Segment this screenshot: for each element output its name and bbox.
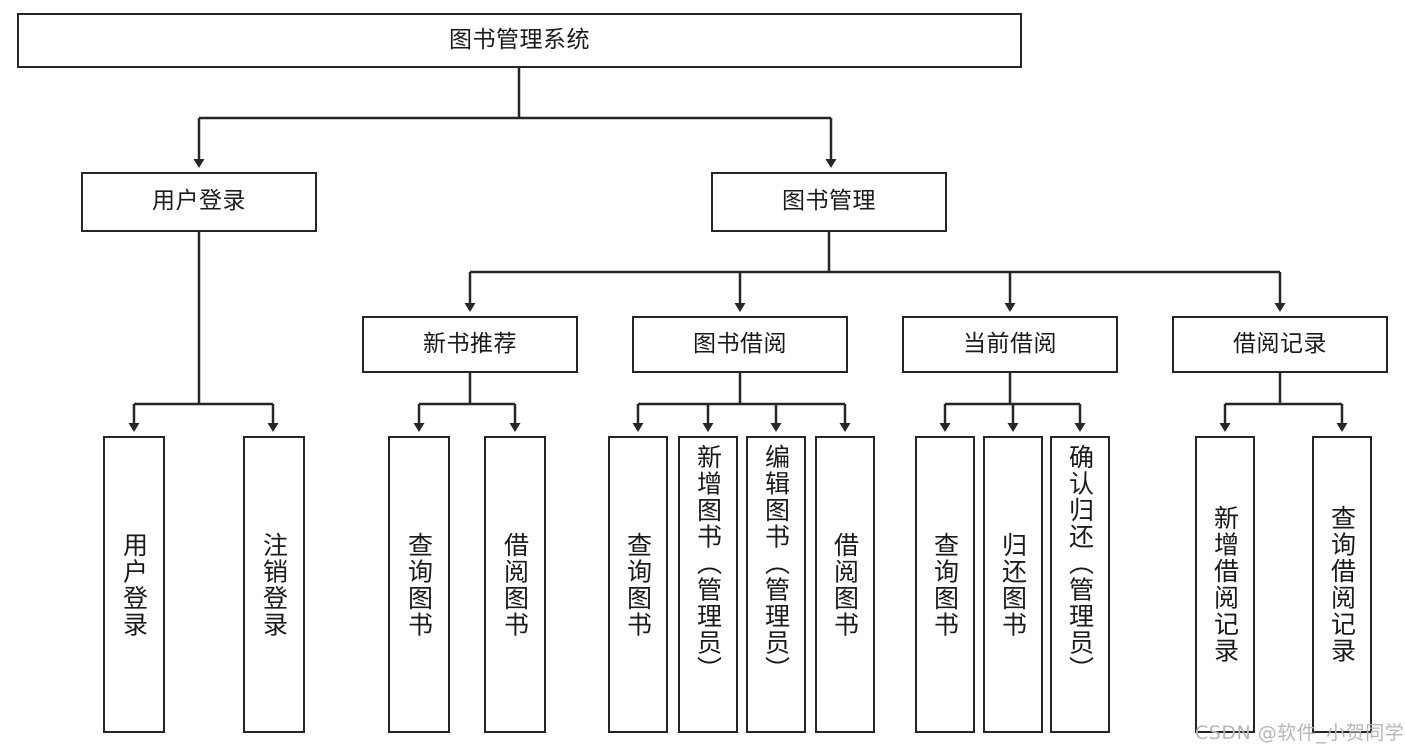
node-book-borrow[interactable]: 图书借阅 — [632, 316, 848, 373]
node-leaf-edit-book-label: 编辑图书（管理员） — [761, 444, 791, 683]
node-leaf-return-book-label: 归还图书 — [998, 531, 1028, 638]
node-leaf-add-record-label: 新增借阅记录 — [1210, 505, 1240, 664]
node-leaf-query-book-3-label: 查询图书 — [930, 531, 960, 638]
node-leaf-edit-book[interactable]: 编辑图书（管理员） — [746, 436, 806, 733]
node-current-borrow-label: 当前借阅 — [963, 330, 1057, 357]
node-leaf-query-book-2-label: 查询图书 — [623, 531, 653, 638]
node-leaf-return-book[interactable]: 归还图书 — [983, 436, 1043, 733]
node-leaf-borrow-book-1-label: 借阅图书 — [500, 531, 530, 638]
node-leaf-confirm-return-label: 确认归还（管理员） — [1065, 444, 1095, 683]
node-leaf-query-book-3[interactable]: 查询图书 — [915, 436, 975, 733]
node-leaf-query-book-2[interactable]: 查询图书 — [608, 436, 668, 733]
node-leaf-add-book-label: 新增图书（管理员） — [693, 444, 723, 683]
node-leaf-query-book-1-label: 查询图书 — [404, 531, 434, 638]
node-root[interactable]: 图书管理系统 — [17, 13, 1022, 68]
node-borrow-record[interactable]: 借阅记录 — [1172, 316, 1388, 373]
node-leaf-borrow-book-2[interactable]: 借阅图书 — [815, 436, 875, 733]
node-leaf-query-book-1[interactable]: 查询图书 — [388, 436, 450, 733]
node-leaf-user-login-label: 用户登录 — [119, 531, 149, 638]
node-leaf-user-logout[interactable]: 注销登录 — [243, 436, 305, 733]
node-leaf-query-record-label: 查询借阅记录 — [1327, 505, 1357, 664]
node-current-borrow[interactable]: 当前借阅 — [902, 316, 1118, 373]
node-user-login-label: 用户登录 — [152, 188, 246, 215]
node-leaf-add-record[interactable]: 新增借阅记录 — [1195, 436, 1255, 733]
node-leaf-user-login[interactable]: 用户登录 — [103, 436, 165, 733]
node-leaf-borrow-book-2-label: 借阅图书 — [830, 531, 860, 638]
node-leaf-borrow-book-1[interactable]: 借阅图书 — [484, 436, 546, 733]
node-book-manage-label: 图书管理 — [782, 188, 876, 215]
node-leaf-add-book[interactable]: 新增图书（管理员） — [678, 436, 738, 733]
node-book-manage[interactable]: 图书管理 — [711, 172, 947, 232]
node-leaf-query-record[interactable]: 查询借阅记录 — [1312, 436, 1372, 733]
csdn-watermark: CSDN @软件_小贺同学 — [1195, 722, 1405, 744]
node-new-book-rec-label: 新书推荐 — [423, 330, 517, 357]
node-user-login[interactable]: 用户登录 — [81, 172, 317, 232]
node-new-book-rec[interactable]: 新书推荐 — [362, 316, 578, 373]
node-root-label: 图书管理系统 — [449, 26, 590, 53]
node-book-borrow-label: 图书借阅 — [693, 330, 787, 357]
node-leaf-confirm-return[interactable]: 确认归还（管理员） — [1050, 436, 1110, 733]
node-leaf-user-logout-label: 注销登录 — [259, 531, 289, 638]
node-borrow-record-label: 借阅记录 — [1233, 330, 1327, 357]
